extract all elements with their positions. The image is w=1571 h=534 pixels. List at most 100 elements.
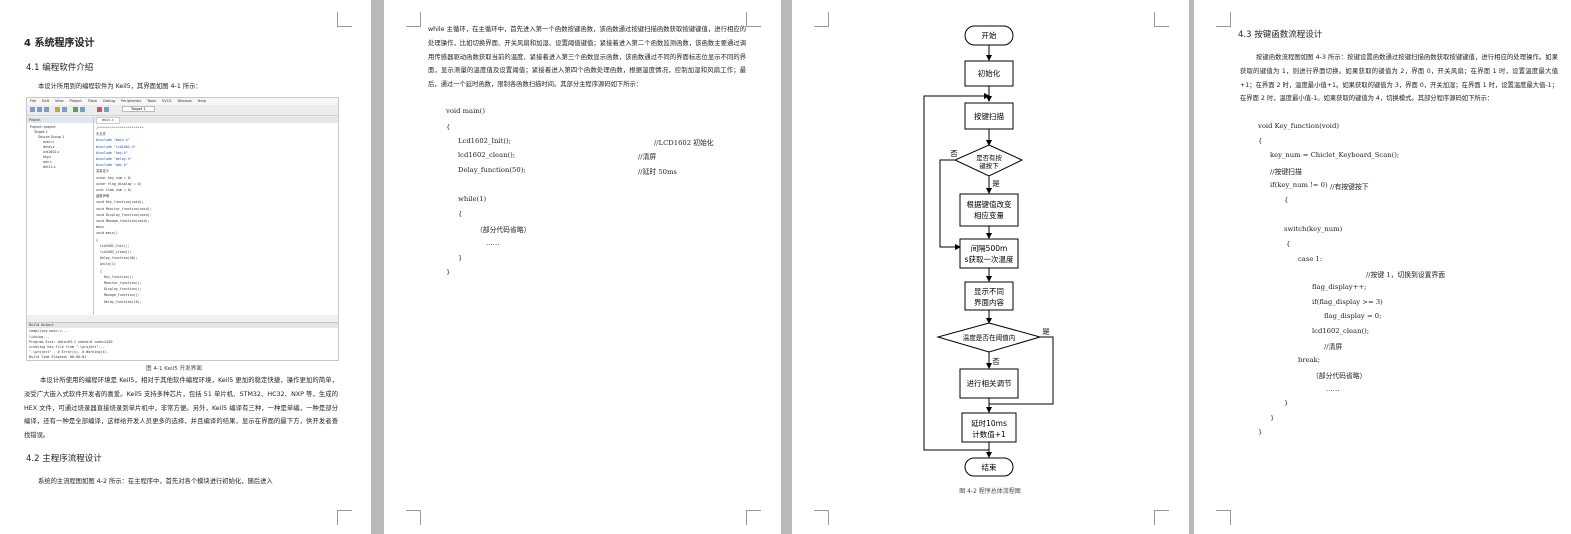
editor-tab-main: main.c — [96, 117, 120, 124]
ide-menu-item: Peripherals — [121, 99, 142, 103]
flow-label: 进行相关调节 — [967, 378, 1012, 388]
editor-code-line: main — [96, 225, 104, 230]
flow-label: 键按下 — [979, 161, 999, 170]
build-line: ".\project" - 0 Error(s), 0 Warning(s). — [29, 350, 109, 354]
flow-label: 按键扫描 — [974, 111, 1004, 121]
editor-code-line: #include "adc.h" — [96, 163, 128, 168]
ide-build-output: Build Output compiling main.c... linking… — [27, 322, 338, 360]
tree-item: lcd1602.c — [43, 150, 60, 154]
code-line: { — [1258, 137, 1263, 145]
code-line: { — [1284, 196, 1289, 204]
code-comment: //有按键按下 — [1330, 183, 1369, 191]
toolbar-icon — [37, 107, 42, 112]
page-corner-mark — [337, 510, 352, 525]
figure-caption-4-2: 图 4-2 程序总体流程图 — [959, 487, 1021, 495]
editor-code-line: void Display_function(void); — [96, 212, 152, 217]
project-panel-title: Project — [27, 117, 93, 123]
editor-code-line: 头文件 — [96, 132, 106, 137]
code-line: void main() — [446, 107, 485, 115]
build-output-title: Build Output — [27, 323, 338, 328]
section-title-4-3: 4.3 按键函数流程设计 — [1238, 30, 1323, 40]
page-corner-mark — [1154, 510, 1169, 525]
editor-code-line: { — [96, 268, 102, 273]
editor-code-line: uint time_num = 0; — [96, 188, 132, 192]
code-line: if(flag_display >= 3) — [1312, 298, 1383, 306]
flow-label: s获取一次温度 — [965, 254, 1014, 264]
code-comment: //延时 50ms — [638, 168, 677, 176]
tree-lines — [41, 177, 91, 312]
flow-label: 结束 — [982, 462, 997, 472]
flow-node-change-variable — [959, 193, 1019, 227]
flow-label: 计数值+1 — [972, 429, 1006, 439]
flow-label: 是否有按 — [976, 153, 1002, 162]
flowchart-shapes — [936, 25, 1042, 477]
document-page-1: 4 系统程序设计 4.1 编程软件介绍 本设计所用到的编程软件为 Keil5，其… — [0, 0, 371, 534]
editor-code-line: void Manage_function(void); — [96, 219, 150, 223]
page-corner-mark — [746, 510, 761, 525]
ide-menu-item: Tools — [147, 99, 156, 103]
code-line: { — [446, 123, 451, 131]
editor-code-line: 变量定义 — [96, 169, 110, 174]
flow-label: 间隔500m — [971, 244, 1008, 253]
editor-code-line: Monitor_function(); — [96, 281, 142, 285]
build-line: Program Size: data=63.1 xdata=0 code=420… — [29, 340, 113, 344]
ide-menu-item: File — [30, 99, 37, 103]
flow-node-display — [964, 281, 1014, 311]
editor-code-line: 函数声明 — [96, 194, 110, 199]
flow-no-label: 否 — [992, 357, 1000, 366]
code-line: while(1) — [458, 195, 487, 203]
code-line: case 1: — [1298, 255, 1323, 263]
flow-label: 初始化 — [978, 68, 1001, 78]
flow-yes-label: 是 — [1042, 327, 1050, 336]
flowchart-connectors — [923, 45, 1054, 458]
tree-item: key.c — [43, 155, 52, 159]
code-line: lcd1602_clean(); — [1312, 327, 1370, 335]
code-comment: //清屏 — [1324, 343, 1343, 351]
toolbar-icon — [97, 107, 102, 112]
flow-label: 根据键值改变 — [967, 199, 1012, 209]
ide-menu-item: Project — [69, 99, 82, 103]
tree-item: Target 1 — [34, 130, 48, 134]
flow-node-get-temperature — [959, 238, 1019, 269]
flow-yes-label: 是 — [992, 179, 1000, 188]
flow-node-threshold-decision — [936, 322, 1042, 353]
tree-item: adc.c — [43, 160, 53, 164]
figure-caption-4-1: 图 4-1 Keil5 开发界面 — [146, 366, 202, 372]
section-intro-4-2: 系统的主流程图如图 4-2 所示：在主程序中，首先对各个模块进行初始化，随后进入 — [38, 478, 273, 485]
page-corner-mark — [814, 510, 829, 525]
code-line: flag_display = 0; — [1324, 312, 1382, 320]
page-corner-mark — [746, 12, 761, 27]
flow-node-key-pressed-decision — [953, 144, 1024, 177]
toolbar-icon — [73, 107, 78, 112]
code-comment: //按键扫描 — [1270, 168, 1302, 176]
tree-item: main.c — [43, 140, 55, 144]
tree-item: Source Group 1 — [38, 135, 65, 139]
code-comment: //按键 1，切换到设置界面 — [1366, 271, 1446, 279]
document-page-2: while 主循环，在主循环中，首先进入第一个函数按键函数，该函数通过按键扫描函… — [384, 0, 781, 534]
toolbar-icon — [30, 107, 35, 112]
main-loop-description: while 主循环，在主循环中，首先进入第一个函数按键函数，该函数通过按键扫描函… — [428, 26, 746, 89]
flow-label: 显示不同 — [974, 287, 1004, 296]
ide-toolbar: Target 1 — [27, 105, 338, 116]
editor-code-line: uchar key_num = 0; — [96, 175, 132, 180]
key-function-description: 按键函数流程图如图 4-3 所示：按键设置函数通过按键扫描函数获取按键键值，进行… — [1240, 54, 1558, 103]
ide-menu-item: View — [54, 99, 64, 103]
code-line: void Key_function(void) — [1258, 122, 1339, 130]
build-line: Build Time Elapsed: 00:00:01 — [29, 355, 87, 359]
flow-label: 界面内容 — [974, 297, 1004, 307]
chapter-title: 4 系统程序设计 — [24, 38, 95, 49]
editor-tab-bar: main.c — [94, 117, 338, 124]
editor-code-line: /*********************** — [96, 126, 144, 130]
page-corner-mark — [814, 12, 829, 27]
code-line: } — [1270, 414, 1275, 422]
toolbar-icon — [55, 107, 60, 112]
editor-code-line: Manage_function(); — [96, 293, 140, 298]
flowchart-labels: 开始 初始化 按键扫描 是否有按 键按下 根据键值改变 相应变量 间隔500m … — [950, 30, 1050, 495]
code-comment: //清屏 — [638, 153, 657, 161]
page-corner-mark — [1154, 12, 1169, 27]
flow-node-adjust — [959, 368, 1019, 399]
code-line: } — [446, 268, 451, 276]
program-flowchart: 开始 初始化 按键扫描 是否有按 键按下 根据键值改变 相应变量 间隔500m … — [923, 25, 1054, 495]
editor-code-line: #include "key.h" — [96, 150, 128, 155]
